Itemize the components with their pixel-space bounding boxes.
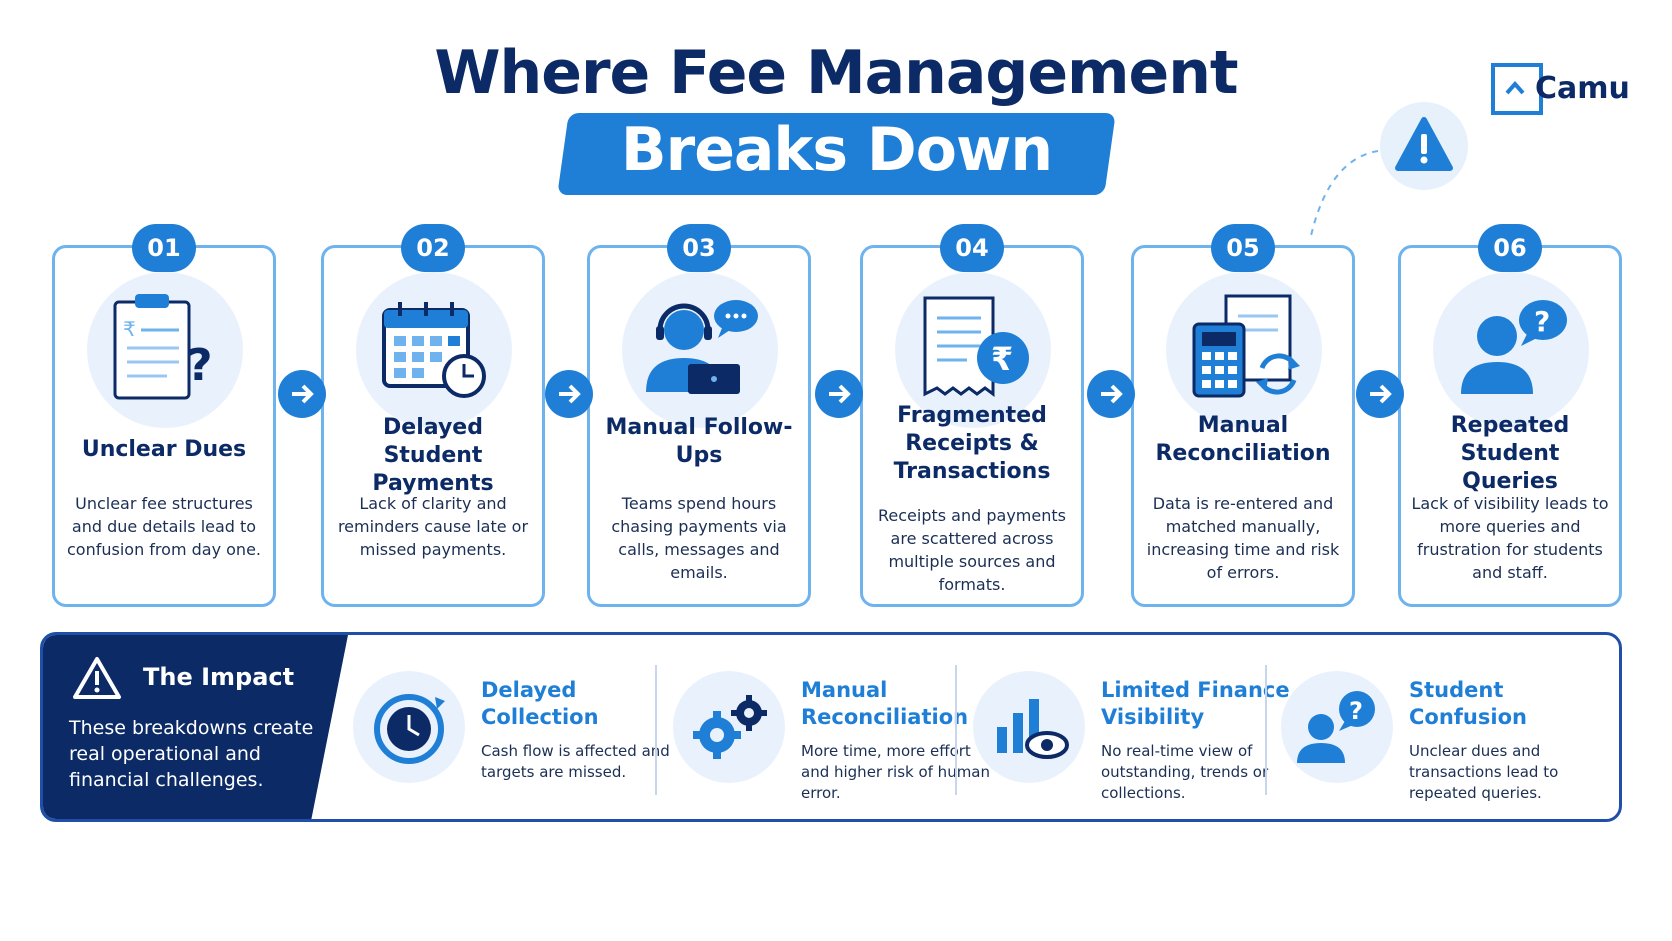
receipt-rupee-icon: ₹ (895, 272, 1051, 428)
step-card-unclear-dues: 01 ₹ ? Unclear Dues Unclear fee structur… (52, 224, 276, 607)
step-number-badge: 01 (132, 224, 196, 272)
user-question-icon: ? (1281, 671, 1393, 783)
stopwatch-icon (353, 671, 465, 783)
svg-text:₹: ₹ (991, 340, 1013, 378)
impact-description: These breakdowns create real operational… (69, 717, 314, 791)
impact-item-title: Delayed Collection (481, 678, 599, 729)
svg-text:?: ? (1349, 697, 1363, 725)
step-description: Unclear fee structures and due details l… (67, 494, 261, 559)
user-question-icon: ? (1433, 272, 1589, 428)
impact-item-description: Unclear dues and transactions lead to re… (1409, 742, 1559, 802)
impact-item-title: Manual Reconciliation (801, 678, 969, 729)
divider (1265, 665, 1267, 795)
bar-chart-eye-icon (973, 671, 1085, 783)
step-card-manual-follow-ups: 03 Manual Follow-Ups Teams spend hours c… (587, 224, 811, 607)
dashed-connector (1309, 149, 1391, 241)
arrow-right-icon (1356, 370, 1404, 418)
svg-text:₹: ₹ (123, 317, 136, 341)
logo-text: Camu (1535, 71, 1630, 106)
step-card-repeated-queries: 06 ? Repeated Student Queries Lack of vi… (1398, 224, 1622, 607)
impact-panel: The Impact These breakdowns create real … (40, 632, 1622, 822)
impact-item-title: Student Confusion (1409, 678, 1527, 729)
impact-item-description: More time, more effort and higher risk o… (801, 742, 991, 802)
step-card-delayed-payments: 02 Delayed Student Payments Lack of clar… (321, 224, 545, 607)
impact-item-description: Cash flow is affected and targets are mi… (481, 742, 670, 781)
page-title: Where Fee Management (434, 38, 1238, 108)
impact-summary: The Impact These breakdowns create real … (43, 635, 348, 819)
svg-text:?: ? (187, 340, 213, 391)
step-title: Repeated Student Queries (1450, 413, 1570, 494)
step-title: Unclear Dues (81, 437, 247, 462)
impact-item-delayed-collection: Delayed Collection Cash flow is affected… (353, 635, 670, 819)
logo-box-icon (1491, 63, 1543, 115)
clipboard-rupee-question-icon: ₹ ? (87, 272, 243, 428)
headset-agent-icon (622, 272, 778, 428)
step-description: Lack of clarity and reminders cause late… (337, 494, 529, 559)
step-description: Data is re-entered and matched manually,… (1146, 494, 1340, 582)
divider (655, 665, 657, 795)
step-card-fragmented-receipts: 04 ₹ Fragmented Receipts & Transactions … (860, 224, 1084, 607)
impact-item-title: Limited Finance Visibility (1101, 678, 1290, 729)
step-number-badge: 05 (1211, 224, 1275, 272)
arrow-right-icon (1087, 370, 1135, 418)
arrow-right-icon (545, 370, 593, 418)
arrow-right-icon (815, 370, 863, 418)
impact-item-description: No real-time view of outstanding, trends… (1101, 742, 1269, 802)
gears-icon (673, 671, 785, 783)
step-title: Fragmented Receipts & Transactions (893, 403, 1051, 484)
step-number-badge: 02 (401, 224, 465, 272)
step-card-manual-reconciliation: 05 Manual Reconciliation Data is re-ente… (1131, 224, 1355, 607)
arrow-right-icon (278, 370, 326, 418)
camu-logo: Camu (1491, 63, 1631, 123)
step-number-badge: 04 (940, 224, 1004, 272)
calculator-sync-icon (1166, 272, 1322, 428)
step-number-badge: 03 (667, 224, 731, 272)
svg-text:?: ? (1534, 305, 1550, 338)
calendar-clock-icon (356, 272, 512, 428)
impact-item-limited-visibility: Limited Finance Visibility No real-time … (973, 635, 1290, 819)
warning-icon (1380, 102, 1468, 190)
step-title: Delayed Student Payments (372, 415, 494, 496)
step-description: Teams spend hours chasing payments via c… (611, 494, 787, 582)
page-subtitle: Breaks Down (620, 115, 1053, 185)
step-number-badge: 06 (1478, 224, 1542, 272)
impact-item-manual-reconciliation: Manual Reconciliation More time, more ef… (673, 635, 990, 819)
step-title: Manual Follow-Ups (605, 415, 793, 468)
warning-icon (73, 657, 121, 699)
impact-item-student-confusion: ? Student Confusion Unclear dues and tra… (1281, 635, 1601, 819)
divider (955, 665, 957, 795)
step-description: Lack of visibility leads to more queries… (1411, 494, 1609, 582)
impact-title: The Impact (143, 663, 295, 691)
step-description: Receipts and payments are scattered acro… (878, 506, 1066, 594)
step-title: Manual Reconciliation (1155, 413, 1331, 466)
